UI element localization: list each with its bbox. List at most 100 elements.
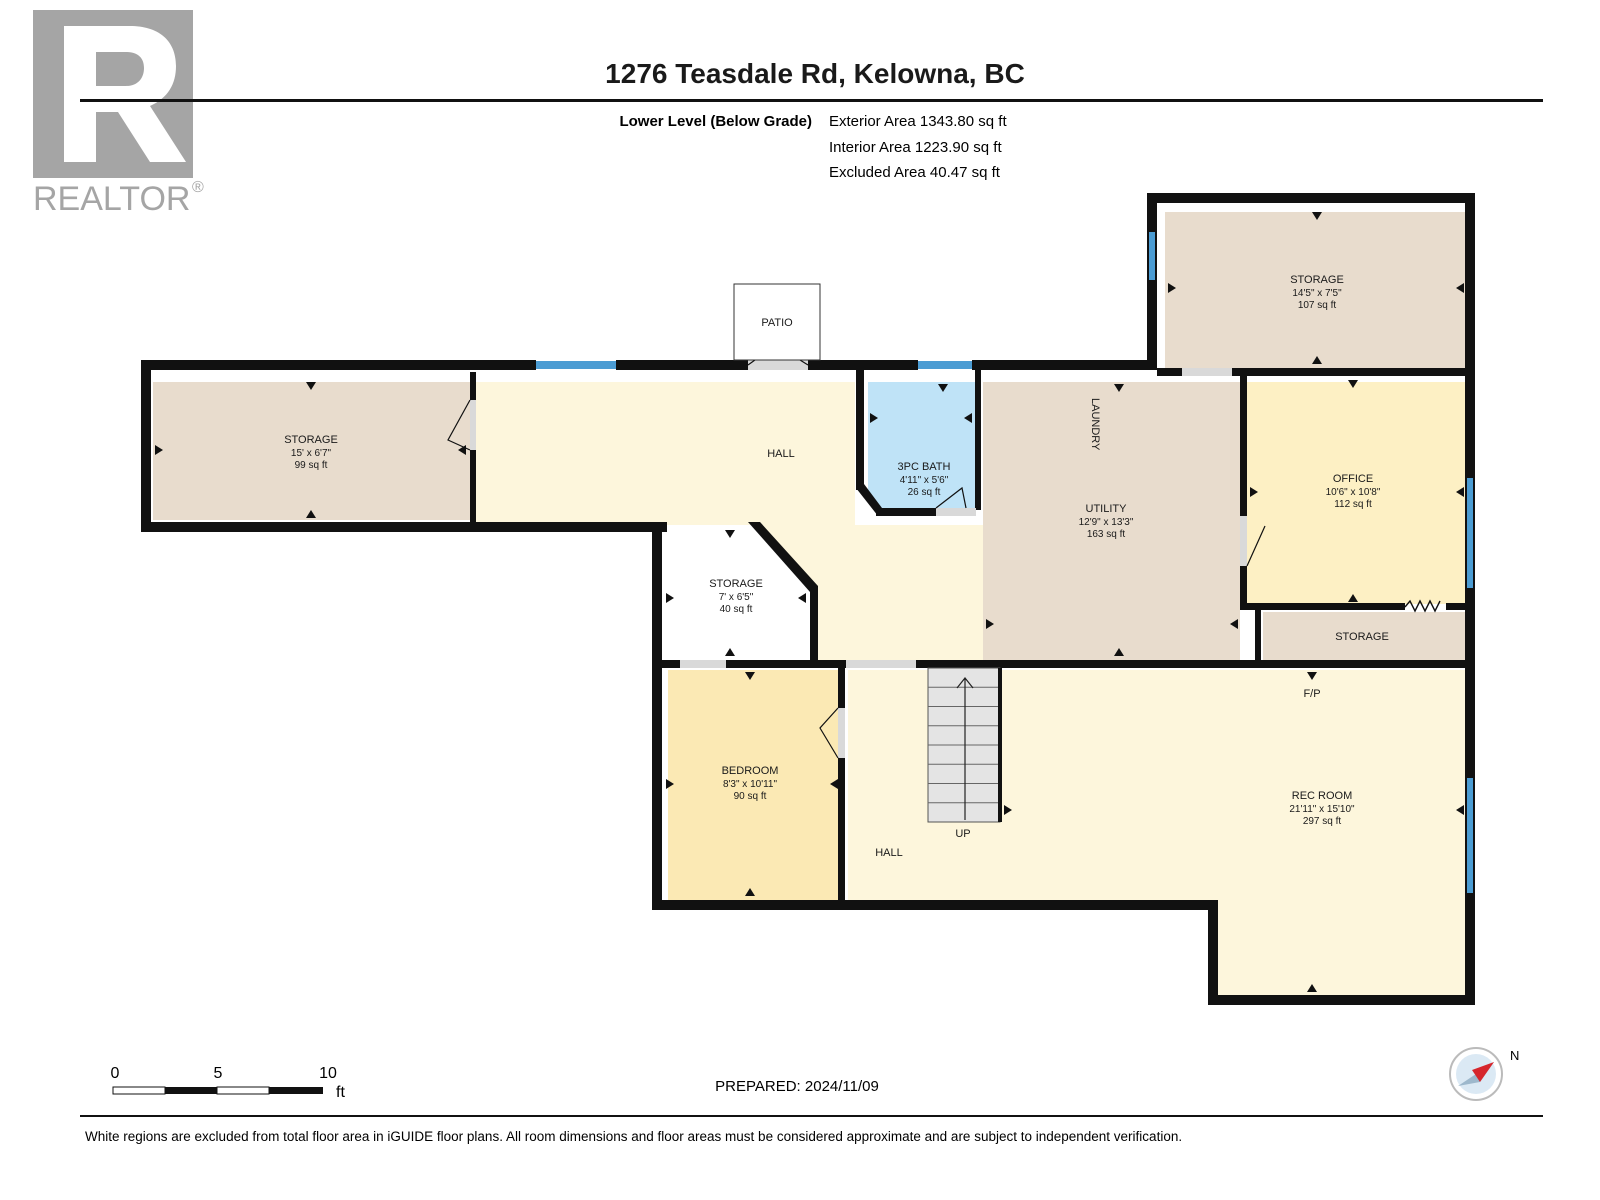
- bedroom-fill: [668, 670, 841, 902]
- room-dimensions: 8'3" x 10'11": [723, 779, 778, 790]
- dimension-arrow-icon: [1456, 805, 1464, 815]
- door-swing-icon: [819, 707, 839, 759]
- wall: [1147, 193, 1157, 370]
- realtor-r-icon: [64, 26, 186, 162]
- room-area: 163 sq ft: [1087, 529, 1126, 540]
- wall: [652, 900, 1218, 910]
- room-fills: [153, 212, 1468, 995]
- door-swing-icon: [935, 486, 967, 509]
- stairs-up-label: UP: [955, 828, 970, 840]
- dimension-arrow-icon: [1250, 487, 1258, 497]
- scale-label: 10: [319, 1065, 337, 1082]
- room-dimensions: 21'11" x 15'10": [1289, 804, 1355, 815]
- room-area: 99 sq ft: [295, 460, 328, 471]
- bath-fill: [868, 382, 975, 510]
- wall: [916, 660, 1465, 668]
- dimension-arrow-icon: [1456, 283, 1464, 293]
- room-area: 107 sq ft: [1298, 300, 1337, 311]
- dimension-arrow-icon: [1312, 356, 1322, 364]
- room-area: 297 sq ft: [1303, 816, 1342, 827]
- compass: N: [1449, 1047, 1519, 1101]
- scale-segment: [269, 1087, 323, 1094]
- dimension-arrow-icon: [964, 413, 972, 423]
- wall: [838, 758, 845, 908]
- room-area: 90 sq ft: [734, 791, 767, 802]
- wall: [652, 522, 662, 910]
- dimension-arrow-icon: [938, 384, 948, 392]
- interior-area: Interior Area 1223.90 sq ft: [829, 139, 1002, 156]
- dimension-arrow-icon: [745, 888, 755, 896]
- laundry-label: LAUNDRY: [1089, 398, 1101, 451]
- dimension-arrow-icon: [745, 672, 755, 680]
- compass-north-icon: [1472, 1062, 1494, 1082]
- room-dimensions: 14'5" x 7'5": [1292, 288, 1342, 299]
- room-label: STORAGE: [1335, 631, 1389, 643]
- dimension-arrow-icon: [1348, 380, 1358, 388]
- exterior-area: Exterior Area 1343.80 sq ft: [829, 113, 1007, 130]
- window: [1467, 778, 1473, 893]
- door-opening: [936, 508, 976, 516]
- dimension-arrow-icon: [1004, 805, 1012, 815]
- dimension-arrow-icon: [458, 445, 466, 455]
- dimension-arrow-icon: [830, 779, 838, 789]
- room-label: BEDROOM: [722, 765, 779, 777]
- footer-note: White regions are excluded from total fl…: [85, 1129, 1182, 1144]
- door-opening: [846, 660, 916, 668]
- fireplace-label: F/P: [1303, 688, 1320, 700]
- room-label: STORAGE: [709, 578, 763, 590]
- footer-rule: [80, 1115, 1543, 1117]
- dimension-arrow-icon: [666, 593, 674, 603]
- dimension-arrow-icon: [725, 648, 735, 656]
- wall: [141, 522, 667, 532]
- office-fill: [1247, 382, 1468, 604]
- room-dimensions: 4'11" x 5'6": [900, 475, 949, 486]
- storage-small-fill: [1263, 612, 1468, 662]
- patio-label: PATIO: [761, 317, 793, 329]
- wall: [141, 360, 536, 370]
- room-dimensions: 15' x 6'7": [291, 448, 332, 459]
- wall: [1147, 193, 1475, 203]
- prepared-date: PREPARED: 2024/11/09: [715, 1078, 879, 1095]
- dimension-arrow-icon: [870, 413, 878, 423]
- stair-up-arrow-icon: [956, 677, 974, 820]
- dimension-arrow-icon: [986, 619, 994, 629]
- dimension-arrow-icon: [1307, 672, 1317, 680]
- wall: [1465, 193, 1475, 1003]
- storage-top-fill: [1165, 212, 1468, 368]
- wall: [838, 668, 845, 708]
- wall: [1240, 603, 1405, 610]
- wall: [1157, 368, 1467, 376]
- wall: [856, 484, 882, 516]
- wall: [975, 370, 981, 510]
- title-rule: [80, 99, 1543, 102]
- room-area: 26 sq ft: [908, 487, 941, 498]
- wall: [856, 370, 864, 490]
- doors: [447, 344, 1441, 759]
- dimension-arrow-icon: [155, 445, 163, 455]
- storage-mid-fill: [668, 528, 808, 658]
- wall: [998, 668, 1002, 822]
- door-opening: [1182, 368, 1232, 376]
- door-opening: [1240, 516, 1247, 566]
- wall: [662, 660, 680, 668]
- dimension-arrow-icon: [1230, 619, 1238, 629]
- door-opening: [748, 360, 808, 370]
- windows: [536, 232, 1473, 893]
- wall: [1240, 566, 1247, 606]
- dimension-arrow-icon: [1168, 283, 1176, 293]
- wall: [810, 586, 818, 666]
- dimension-arrow-icon: [1312, 212, 1322, 220]
- room-labels: STORAGE 14'5" x 7'5" 107 sq ft STORAGE 1…: [284, 274, 1389, 859]
- scale-unit: ft: [336, 1084, 345, 1101]
- wall: [1208, 900, 1218, 1003]
- door-swing-icon: [447, 399, 471, 451]
- room-dimensions: 12'9" x 13'3": [1079, 517, 1134, 528]
- dimension-arrow-icon: [306, 510, 316, 518]
- wall: [808, 360, 918, 370]
- wall: [616, 360, 748, 370]
- wall: [141, 360, 151, 532]
- wall: [726, 660, 846, 668]
- excluded-area: Excluded Area 40.47 sq ft: [829, 164, 1001, 181]
- wall: [1240, 376, 1247, 516]
